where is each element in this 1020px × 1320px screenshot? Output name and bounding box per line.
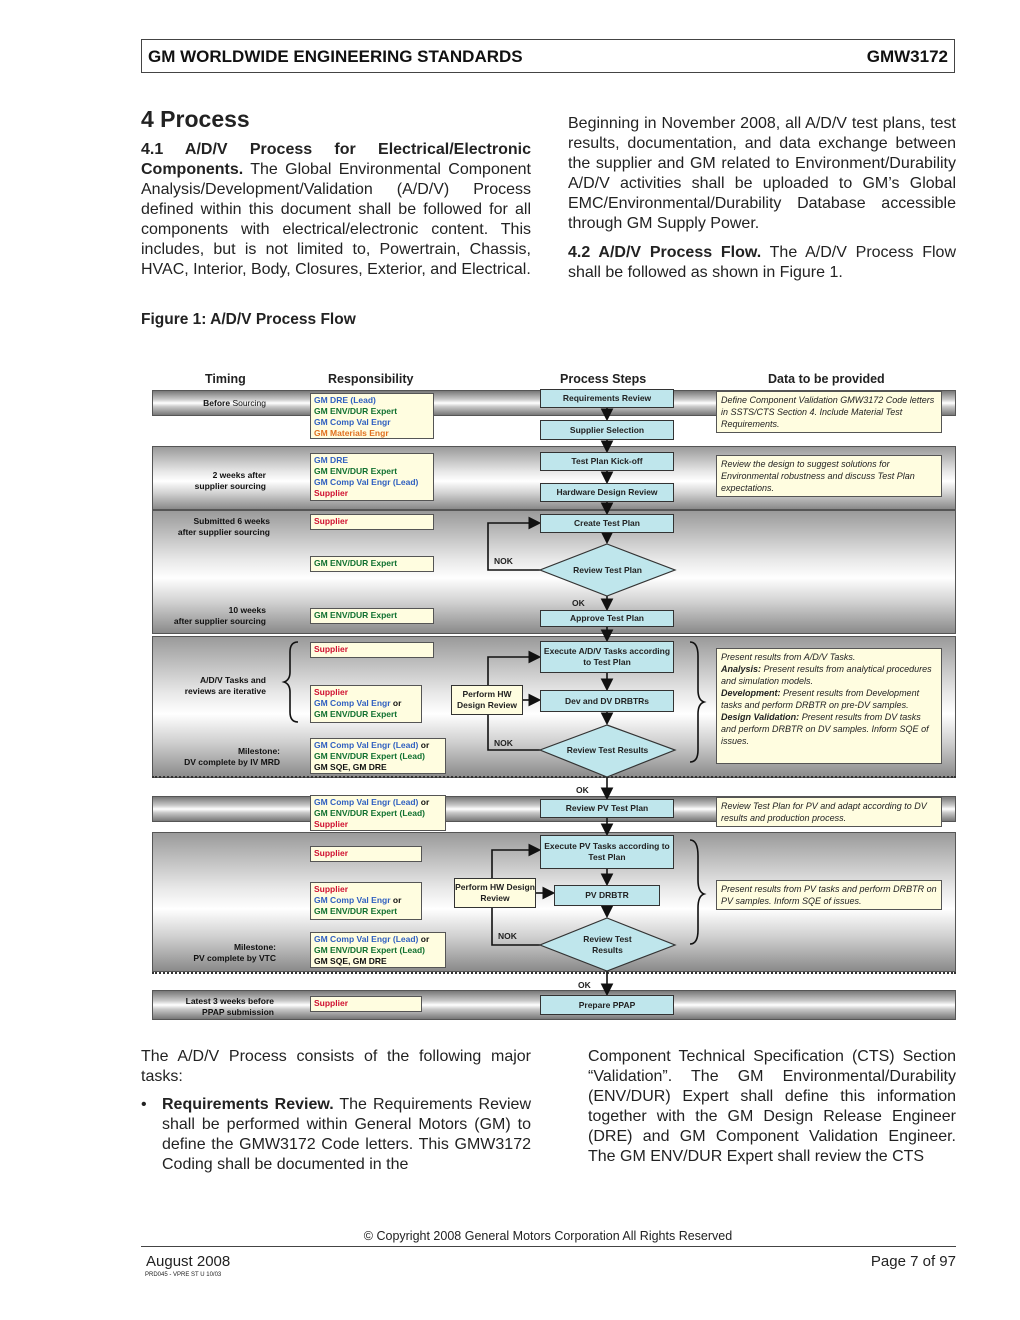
data-adv-results: Present results from A/D/V Tasks. Analys… — [716, 648, 942, 764]
step-requirements-review: Requirements Review — [540, 389, 674, 408]
step-review-test-plan: Review Test Plan — [573, 565, 642, 575]
step-perform-hw-review-dv: Perform HW Design Review — [451, 685, 523, 715]
step-test-plan-kickoff: Test Plan Kick-off — [540, 452, 674, 471]
header-doc-number: GMW3172 — [866, 47, 948, 66]
step-review-pv-test-plan: Review PV Test Plan — [540, 799, 674, 818]
milestone-dv-divider — [152, 776, 956, 778]
step-review-test-results-pv: Review Test Results — [583, 934, 632, 955]
label-ok-2: OK — [576, 785, 589, 795]
label-ok-3: OK — [578, 980, 591, 990]
step-hardware-design-review: Hardware Design Review — [540, 483, 674, 502]
col-header-responsibility: Responsibility — [328, 372, 414, 386]
data-kickoff: Review the design to suggest solutions f… — [716, 455, 942, 497]
para-4-1-lead: 4.1 A/D/V Process for Electrical/Electro… — [141, 141, 531, 178]
para-major-tasks: The A/D/V Process consists of the follow… — [141, 1048, 531, 1085]
footer-page: Page 7 of 97 — [870, 1253, 956, 1270]
data-pv-plan: Review Test Plan for PV and adapt accord… — [716, 797, 942, 827]
step-execute-pv-tasks: Execute PV Tasks according to Test Plan — [540, 835, 674, 869]
step-review-test-results-dv: Review Test Results — [566, 745, 649, 755]
resp-approve-plan: GM ENV/DUR Expert — [310, 608, 434, 624]
para-4-2: 4.2 A/D/V Process Flow. The A/D/V Proces… — [568, 243, 956, 283]
timing-pv-milestone: Milestone:PV complete by VTC — [193, 942, 276, 963]
timing-before-sourcing: Before Sourcing — [203, 398, 266, 408]
data-pv-results: Present results from PV tasks and perfor… — [716, 880, 942, 910]
col-header-data: Data to be provided — [768, 372, 885, 386]
footer-date: August 2008 — [146, 1253, 231, 1270]
data-requirements: Define Component Validation GMW3172 Code… — [716, 391, 942, 433]
footer-copyright: © Copyright 2008 General Motors Corporat… — [363, 1229, 733, 1243]
step-prepare-ppap: Prepare PPAP — [540, 995, 674, 1015]
bullet-requirements-review: • Requirements Review. The Requirements … — [141, 1095, 531, 1175]
col-header-timing: Timing — [205, 372, 246, 386]
col-header-process-steps: Process Steps — [560, 372, 647, 386]
para-4-2-text: The A/D/V Process Flow shall be followed… — [568, 244, 956, 281]
step-execute-adv-tasks: Execute A/D/V Tasks according to Test Pl… — [540, 641, 674, 673]
para-supply-power: Beginning in November 2008, all A/D/V te… — [568, 114, 956, 234]
resp-review-plan: GM ENV/DUR Expert — [310, 556, 434, 572]
section-title: 4 Process — [141, 106, 250, 132]
label-nok-1: NOK — [494, 556, 513, 566]
bullet-dot: • — [141, 1096, 147, 1113]
header-title: GM WORLDWIDE ENGINEERING STANDARDS — [148, 47, 523, 66]
resp-execute-pv: Supplier — [310, 846, 422, 862]
resp-execute-adv: Supplier — [310, 642, 434, 658]
para-4-2-lead: 4.2 A/D/V Process Flow. — [568, 244, 762, 261]
step-create-test-plan: Create Test Plan — [540, 514, 674, 533]
label-nok-3: NOK — [498, 931, 517, 941]
bullet-text: The Requirements Review shall be perform… — [162, 1096, 531, 1173]
para-cts: Component Technical Specification (CTS) … — [588, 1048, 956, 1165]
timing-dv-milestone: Milestone:DV complete by IV MRD — [184, 746, 280, 767]
step-dev-dv-drbtrs: Dev and DV DRBTRs — [540, 690, 674, 712]
resp-ppap: Supplier — [310, 996, 422, 1012]
para-4-1-text: The Global Environmental Component Analy… — [141, 161, 531, 278]
para-supply-power-text: Beginning in November 2008, all A/D/V te… — [568, 115, 956, 232]
page-header: GM WORLDWIDE ENGINEERING STANDARDS GMW31… — [141, 39, 955, 73]
milestone-pv-divider — [152, 972, 956, 974]
figure-caption: Figure 1: A/D/V Process Flow — [141, 311, 356, 328]
footer-form-code: PRD045 - VPRE ST U 10/03 — [145, 1272, 222, 1278]
step-perform-hw-review-pv: Perform HW Design Review — [454, 878, 536, 908]
para-4-1: 4.1 A/D/V Process for Electrical/Electro… — [141, 140, 531, 280]
label-ok-1: OK — [572, 598, 585, 608]
label-nok-2: NOK — [494, 738, 513, 748]
step-pv-drbtr: PV DRBTR — [554, 885, 660, 906]
resp-create-plan: Supplier — [310, 514, 434, 530]
footer-rule — [141, 1246, 956, 1247]
step-supplier-selection: Supplier Selection — [540, 420, 674, 440]
step-approve-test-plan: Approve Test Plan — [540, 610, 674, 627]
bullet-lead: Requirements Review. — [162, 1096, 334, 1113]
